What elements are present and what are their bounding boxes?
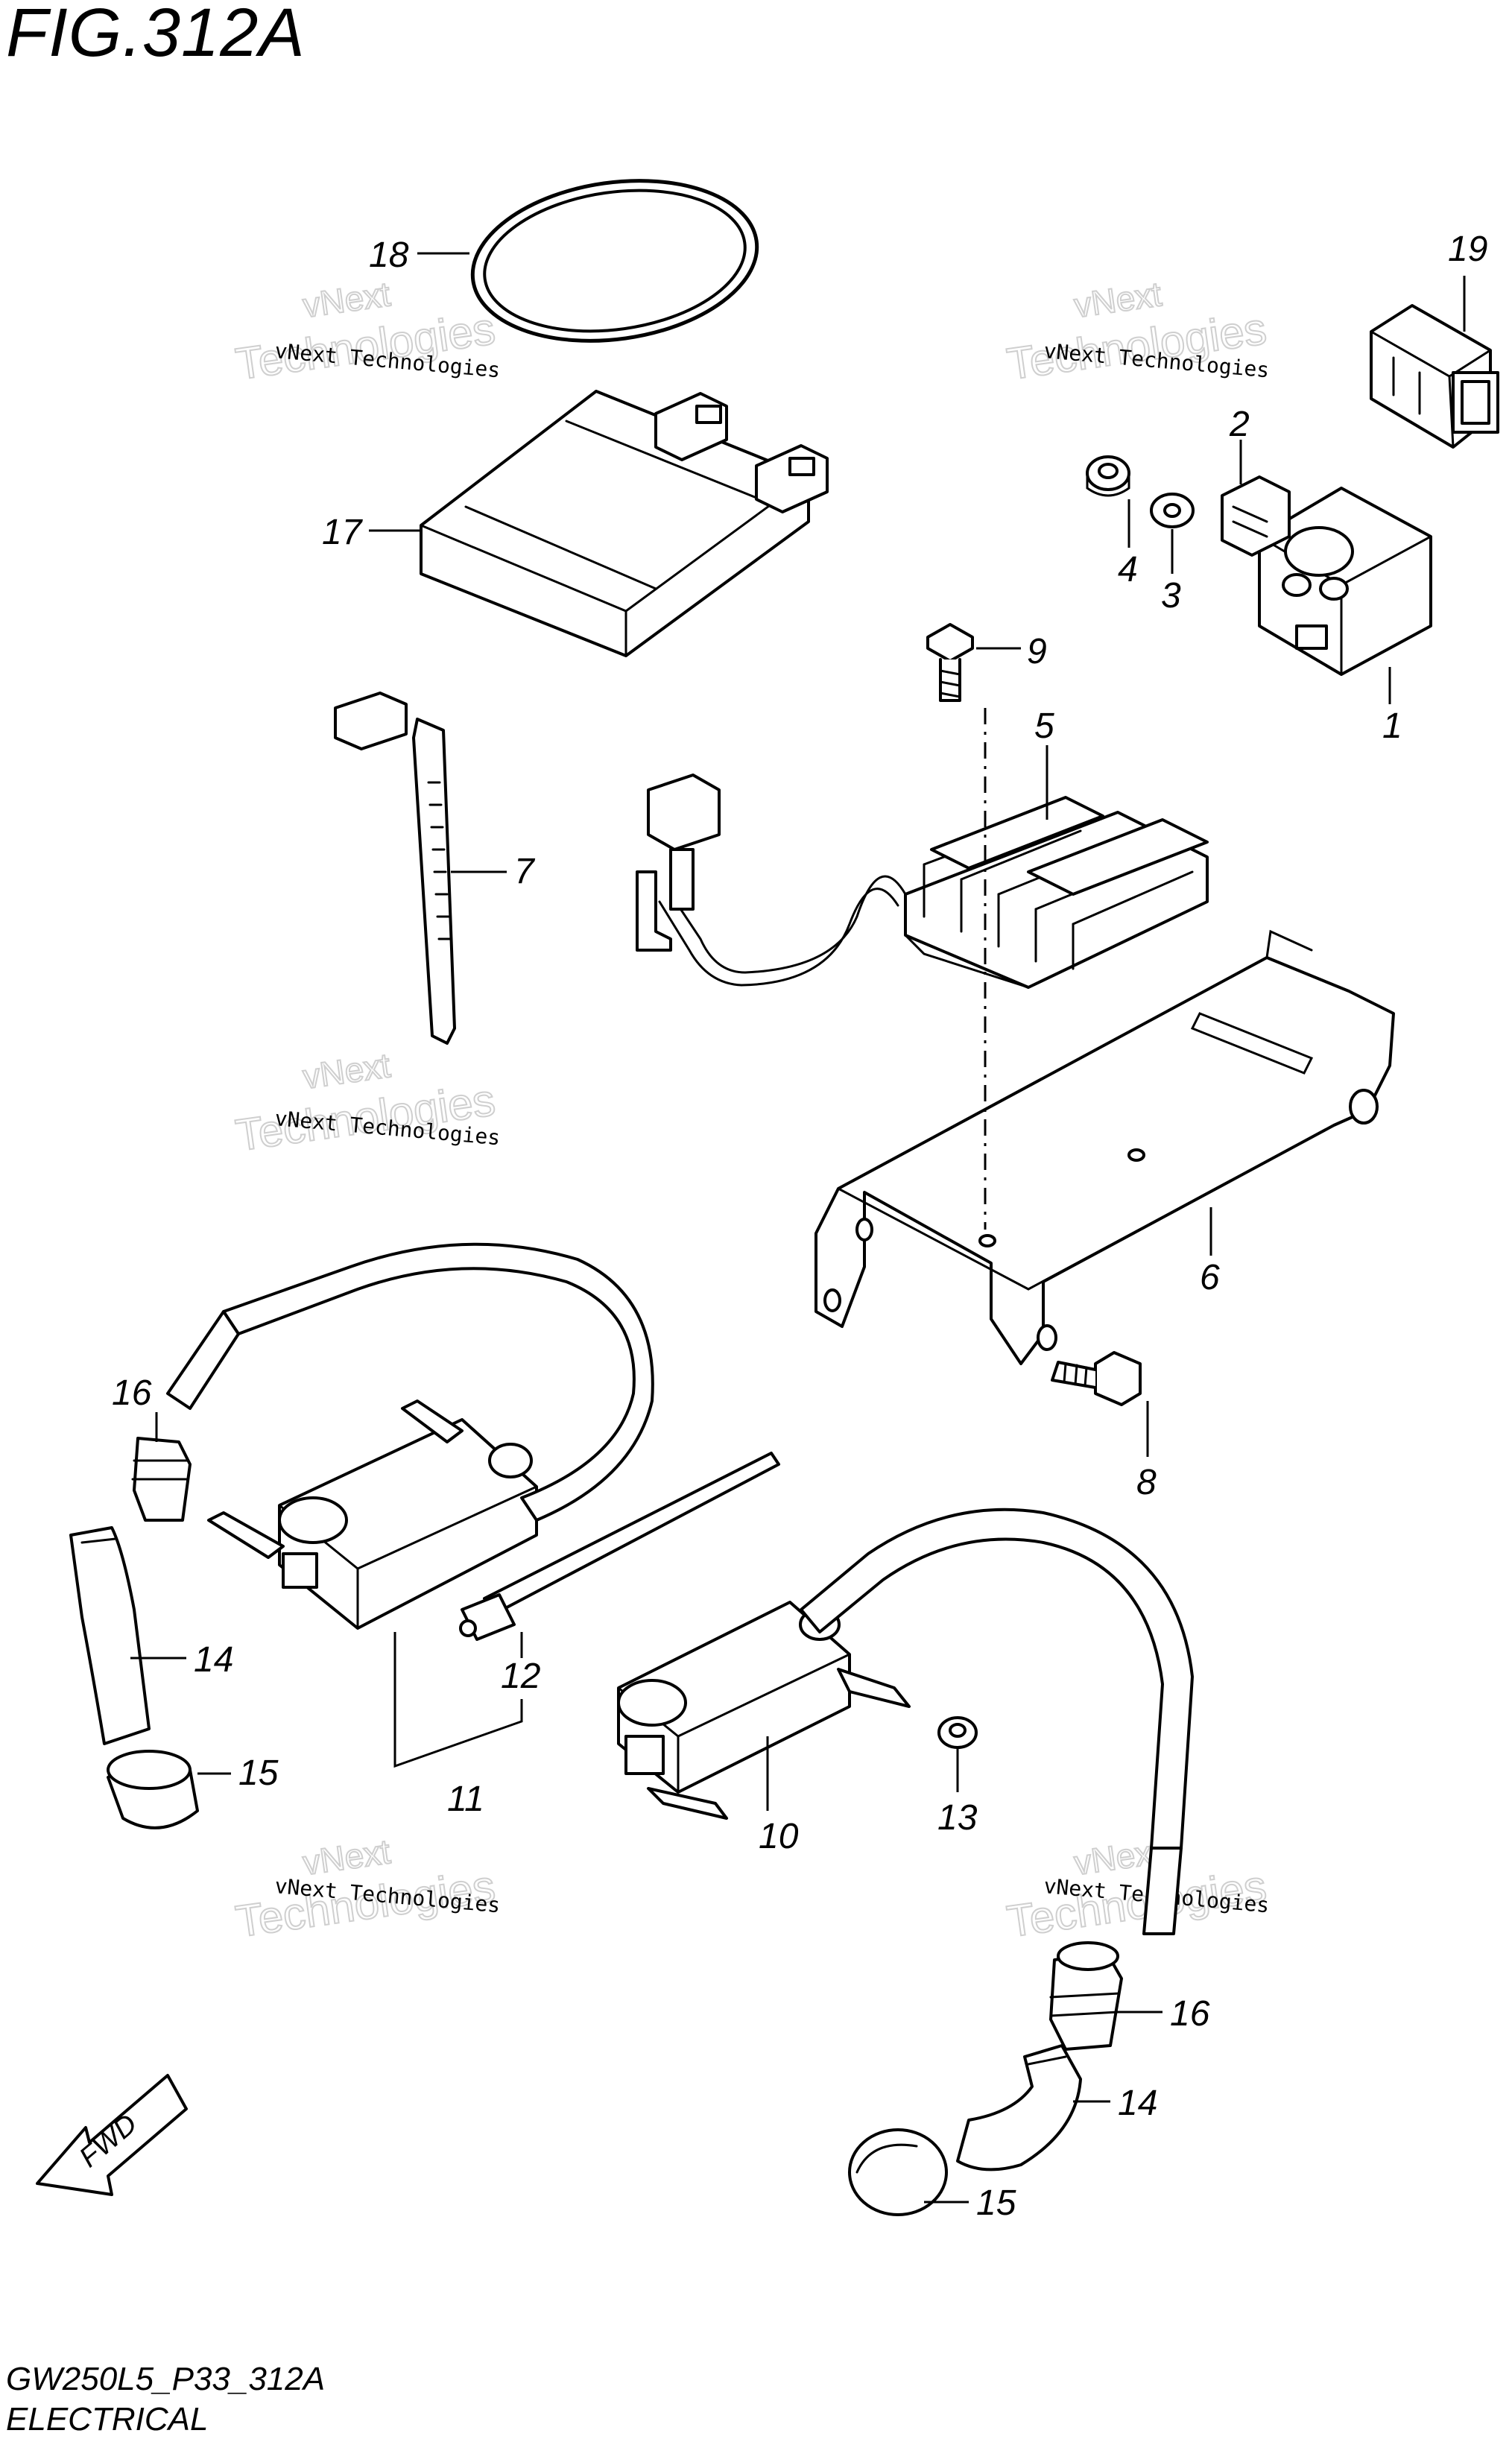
callout-1: 1 (1382, 706, 1402, 746)
part-14-plug-cap-right (956, 2044, 1082, 2171)
callout-13: 13 (937, 1798, 978, 1838)
part-11-ignition-coil (166, 1242, 654, 1630)
part-4-nut (1086, 455, 1130, 497)
watermark-line2: vNext (1072, 274, 1164, 325)
part-18-band (470, 179, 759, 343)
section-name: ELECTRICAL (6, 2401, 209, 2438)
callout-7: 7 (514, 852, 536, 891)
part-1-starter-relay (1258, 487, 1432, 676)
part-15-cap-right (848, 2128, 948, 2216)
part-13-nut (937, 1716, 978, 1749)
part-17-ecm (420, 390, 829, 657)
watermark-line2: vNext (300, 1046, 393, 1096)
callout-10: 10 (759, 1817, 799, 1856)
callout-9: 9 (1027, 632, 1047, 671)
part-3-washer (1150, 493, 1195, 528)
callout-14-right: 14 (1118, 2084, 1157, 2123)
fig-title: FIG.312A (6, 0, 306, 71)
part-16-boot-right (1049, 1941, 1123, 2051)
part-9-bolt (926, 623, 974, 702)
callout-5: 5 (1034, 706, 1054, 746)
callout-4: 4 (1118, 550, 1138, 589)
model-code: GW250L5_P33_312A (6, 2361, 326, 2397)
part-7-cable-tie (334, 692, 456, 1045)
part-15-cap-left (107, 1750, 199, 1829)
callout-11: 11 (447, 1780, 484, 1819)
watermark-line2: vNext (300, 1832, 393, 1882)
callout-6: 6 (1200, 1258, 1220, 1297)
fwd-arrow-icon: FWD (36, 2074, 188, 2196)
part-2-relay-connector (1221, 475, 1291, 557)
callout-numbers: 18 17 19 2 4 3 1 9 5 7 6 8 16 14 15 12 1… (112, 230, 1487, 2223)
watermark-line2: vNext (300, 274, 393, 325)
part-5-regulator (636, 774, 1209, 989)
part-10-ignition-coil (617, 1508, 1194, 1935)
callout-15-right: 15 (976, 2183, 1016, 2223)
callout-19: 19 (1448, 230, 1487, 269)
part-8-bolt (1051, 1351, 1142, 1406)
leader-lines (130, 252, 1466, 2204)
callout-8: 8 (1136, 1463, 1157, 1502)
part-14-plug-cap-left (69, 1526, 151, 1745)
part-12-strap (459, 1452, 780, 1641)
part-6-bracket (814, 929, 1395, 1365)
callout-16-left: 16 (112, 1373, 152, 1413)
callout-15-left: 15 (238, 1753, 279, 1793)
callout-16-right: 16 (1170, 1994, 1210, 2034)
callout-18: 18 (369, 235, 409, 275)
part-19-coupler (1370, 304, 1499, 449)
callout-12: 12 (501, 1657, 540, 1696)
callout-3: 3 (1161, 576, 1181, 616)
leader-11 (393, 1632, 523, 1768)
callout-2: 2 (1229, 405, 1250, 444)
callout-17: 17 (322, 513, 364, 552)
part-16-boot-left (131, 1437, 192, 1522)
callout-14-left: 14 (194, 1640, 233, 1680)
